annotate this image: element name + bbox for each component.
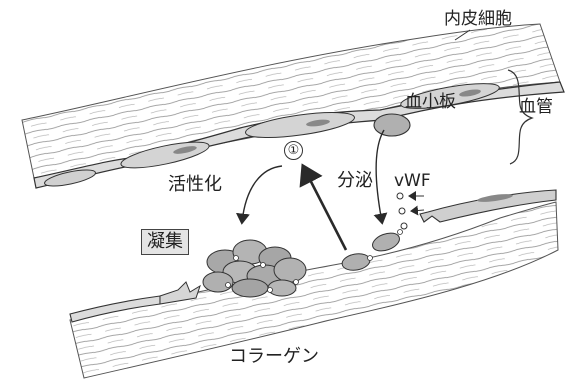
activation-arrow xyxy=(235,165,283,225)
label-platelet: 血小板 xyxy=(405,92,456,112)
lower-endothelium-right xyxy=(419,189,557,223)
secretion-arrow xyxy=(299,163,348,251)
label-endothelial-cell: 内皮細胞 xyxy=(444,9,512,29)
label-secretion: 分泌 xyxy=(337,170,373,191)
circulating-platelet xyxy=(373,113,411,137)
label-vessel: 血管 xyxy=(519,97,553,117)
platelet-aggregate xyxy=(202,239,307,298)
vessel-bracket xyxy=(507,69,534,165)
vwf-molecules xyxy=(396,191,425,230)
label-step-1: ① xyxy=(284,141,303,160)
label-activation: 活性化 xyxy=(168,174,222,195)
adhering-platelets xyxy=(341,229,403,271)
upper-endothelial-cells xyxy=(44,83,500,187)
label-collagen: コラーゲン xyxy=(229,346,319,367)
label-aggregation: 凝集 xyxy=(141,229,189,255)
torn-edge-left xyxy=(159,281,201,305)
platelet-descent-arrow xyxy=(373,129,388,225)
endothelial-label-leader xyxy=(454,29,471,41)
label-vwf: vWF xyxy=(394,171,431,191)
